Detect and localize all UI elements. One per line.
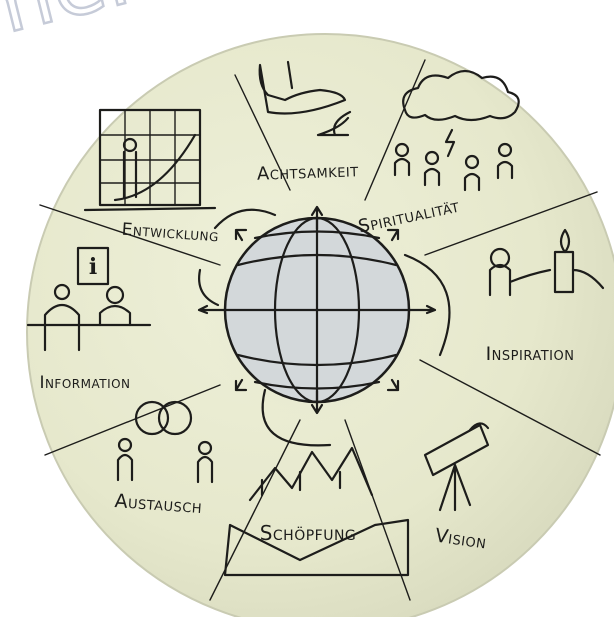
label-schoepfung: Schöpfung [260,521,357,545]
dialogue-icon [116,400,214,484]
telescope-icon [423,422,490,512]
segment-dividers [39,59,601,601]
label-information: Information [39,373,130,393]
foot-sprout-icon [258,60,352,137]
inspiration-figures-icon [488,228,605,297]
cloud-people-icon [393,69,520,192]
globe-icon [223,216,411,404]
growth-chart-icon [83,108,217,212]
information-icon [26,246,152,352]
globe-arrows [197,205,451,447]
mountains-icon [223,446,410,577]
info-sign-letter: i [89,254,97,280]
label-achtsamkeit: Achtsamkeit [257,160,359,185]
label-inspiration: Inspiration [486,343,575,365]
watermark-text: ment [0,0,201,60]
